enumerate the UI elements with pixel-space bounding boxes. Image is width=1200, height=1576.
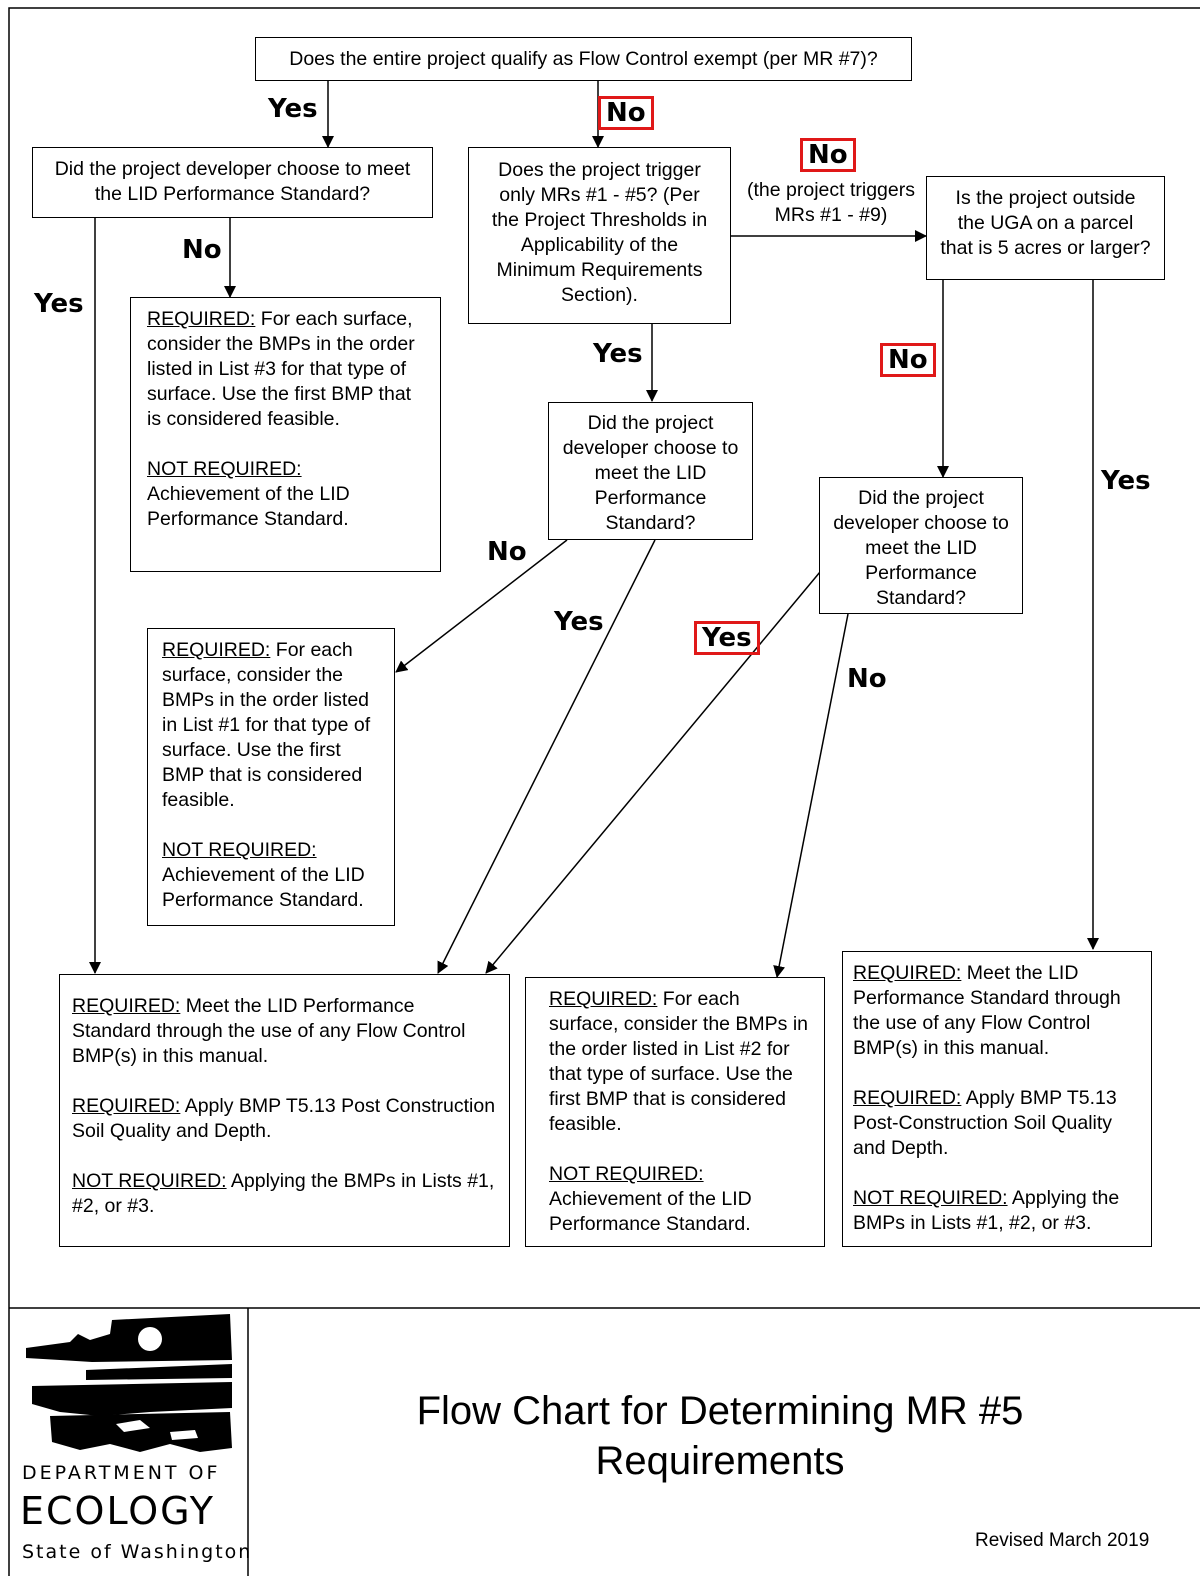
q-lid-choice-middle: Did the project developer choose to meet… — [548, 402, 753, 540]
list1-not-required-label: NOT REQUIRED: — [162, 839, 317, 861]
page-title-line-2: Requirements — [595, 1439, 845, 1483]
perf-left-required-2-label: REQUIRED: — [72, 1095, 181, 1117]
perf-right-not-required-text: Applying the BMPs in Lists #1, #2, or #3… — [853, 1187, 1120, 1234]
arrow-lidmid-no — [395, 539, 568, 673]
q-outside-uga: Is the project outside the UGA on a parc… — [926, 176, 1165, 280]
arrow-lidright-yes — [485, 571, 821, 974]
q-uga-line-1: Is the project outside — [955, 187, 1136, 209]
page-title-line-1: Flow Chart for Determining MR #5 — [416, 1389, 1024, 1433]
list3-not-required-label: NOT REQUIRED: — [147, 458, 302, 480]
perf-left-required-2-text: Apply BMP T5.13 Post Construction Soil Q… — [72, 1095, 496, 1142]
note-triggers-all-mrs: (the project triggers MRs #1 - #9) — [736, 178, 926, 228]
q-lid-left-line-2: the LID Performance Standard? — [94, 183, 371, 205]
ecology-logo-icon — [26, 1314, 232, 1452]
q-uga-line-3: that is 5 acres or larger? — [940, 237, 1151, 259]
label-yes-lid-mid: Yes — [554, 607, 604, 637]
logo-department-text: DEPARTMENT OF — [22, 1462, 221, 1484]
label-no-lid-mid: No — [487, 537, 527, 567]
arrow-lidmid-yes — [437, 539, 656, 974]
outcome-list-3: REQUIRED: For each surface, consider the… — [130, 297, 441, 572]
q-flow-control-exempt-text: Does the entire project qualify as Flow … — [289, 48, 878, 70]
perf-right-not-required-label: NOT REQUIRED: — [853, 1187, 1008, 1209]
list2-not-required-text: Achievement of the LID Performance Stand… — [549, 1188, 752, 1235]
list2-not-required-label: NOT REQUIRED: — [549, 1163, 704, 1185]
label-no-uga: No — [880, 343, 936, 377]
logo-state-text: State of Washington — [22, 1541, 253, 1563]
revised-date: Revised March 2019 — [975, 1530, 1150, 1551]
note-triggers-line-1: (the project triggers — [747, 179, 915, 201]
outcome-performance-right: REQUIRED: Meet the LID Performance Stand… — [842, 951, 1152, 1247]
perf-right-required-2-label: REQUIRED: — [853, 1087, 962, 1109]
q-lid-mid-line-5: Standard? — [605, 512, 696, 534]
q-lid-right-line-2: developer choose to — [833, 512, 1009, 534]
q-lid-choice-left: Did the project developer choose to meet… — [32, 147, 433, 218]
q-lid-right-line-3: meet the LID — [865, 537, 977, 559]
list3-required-label: REQUIRED: — [147, 308, 256, 330]
q-mr-line-2: only MRs #1 - #5? (Per — [499, 184, 700, 206]
outcome-list-2: REQUIRED: For each surface, consider the… — [525, 977, 825, 1247]
list3-not-required-text: Achievement of the LID Performance Stand… — [147, 483, 350, 530]
perf-left-required-1-label: REQUIRED: — [72, 995, 181, 1017]
q-mr-line-4: Applicability of the — [520, 234, 679, 256]
outcome-performance-left: REQUIRED: Meet the LID Performance Stand… — [59, 974, 510, 1247]
q-only-mr1-5: Does the project trigger only MRs #1 - #… — [468, 147, 731, 324]
list3-required-text: For each surface, consider the BMPs in t… — [147, 308, 415, 430]
page-border — [8, 7, 1200, 1576]
q-mr-line-5: Minimum Requirements — [496, 259, 703, 281]
perf-right-required-2-text: Apply BMP T5.13 Post-Construction Soil Q… — [853, 1087, 1117, 1159]
q-lid-mid-line-1: Did the project — [587, 412, 714, 434]
q-mr-line-3: the Project Thresholds in — [491, 209, 708, 231]
q-lid-choice-right: Did the project developer choose to meet… — [819, 477, 1023, 614]
arrow-lidright-no — [773, 613, 849, 978]
label-no-mr: No — [800, 138, 856, 172]
label-yes-exempt: Yes — [268, 94, 318, 124]
perf-left-not-required-text: Applying the BMPs in Lists #1, #2, or #3… — [72, 1170, 495, 1217]
q-lid-left-line-1: Did the project developer choose to meet — [54, 158, 411, 180]
page-title: Flow Chart for Determining MR #5 Require… — [330, 1386, 1110, 1486]
list2-required-text: For each surface, consider the BMPs in t… — [549, 988, 809, 1135]
q-lid-right-line-1: Did the project — [858, 487, 984, 509]
label-no-lid-right: No — [847, 664, 887, 694]
list1-not-required-text: Achievement of the LID Performance Stand… — [162, 864, 365, 911]
list1-required-text: For each surface, consider the BMPs in t… — [162, 639, 371, 811]
q-mr-line-6: Section). — [561, 284, 638, 306]
perf-right-required-1-label: REQUIRED: — [853, 962, 962, 984]
perf-right-required-1-text: Meet the LID Performance Standard throug… — [853, 962, 1121, 1059]
q-lid-right-line-5: Standard? — [876, 587, 966, 609]
q-uga-line-2: the UGA on a parcel — [957, 212, 1134, 234]
label-yes-lid-left: Yes — [34, 289, 84, 319]
perf-left-not-required-label: NOT REQUIRED: — [72, 1170, 227, 1192]
list1-required-label: REQUIRED: — [162, 639, 271, 661]
q-flow-control-exempt: Does the entire project qualify as Flow … — [255, 37, 912, 81]
label-yes-lid-right: Yes — [694, 621, 760, 655]
q-lid-mid-line-3: meet the LID — [594, 462, 707, 484]
perf-left-required-1-text: Meet the LID Performance Standard throug… — [72, 995, 466, 1067]
label-no-exempt: No — [598, 96, 654, 130]
list2-required-label: REQUIRED: — [549, 988, 658, 1010]
logo-ecology-text: ECOLOGY — [20, 1489, 215, 1533]
q-lid-right-line-4: Performance — [865, 562, 977, 584]
label-no-lid-left: No — [182, 235, 222, 265]
q-lid-mid-line-2: developer choose to — [562, 437, 739, 459]
q-mr-line-1: Does the project trigger — [498, 159, 701, 181]
label-yes-mr: Yes — [593, 339, 643, 369]
note-triggers-line-2: MRs #1 - #9) — [774, 204, 888, 226]
label-yes-uga: Yes — [1101, 466, 1151, 496]
q-lid-mid-line-4: Performance — [594, 487, 707, 509]
outcome-list-1: REQUIRED: For each surface, consider the… — [147, 628, 395, 926]
